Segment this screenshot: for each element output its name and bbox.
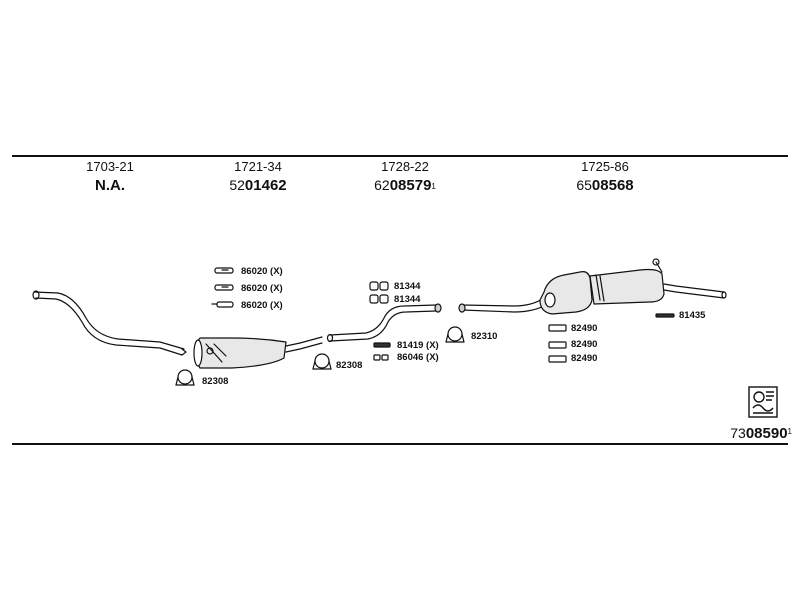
intermediate-pipe — [326, 303, 442, 343]
clamp-icon — [445, 326, 465, 343]
spring-icon — [373, 354, 389, 361]
rubber-hanger-icon — [214, 284, 234, 291]
section-code: 1703-21 — [86, 159, 134, 174]
part-label-82308: 82308 — [336, 360, 363, 371]
part-label-82310: 82310 — [471, 331, 498, 342]
part-label-82490: 82490 — [571, 339, 598, 350]
part-label-82490: 82490 — [571, 353, 598, 364]
part-label-86020: 86020 (X) — [241, 300, 283, 311]
section-number: N.A. — [95, 177, 125, 194]
section-header-4: 1725-86 6508568 — [545, 160, 665, 195]
gasket-icon — [369, 281, 389, 291]
section-header-3: 1728-22 62085791 — [345, 160, 465, 195]
middle-silencer — [193, 336, 323, 369]
mount-icon — [548, 355, 567, 363]
mount-icon — [548, 324, 567, 332]
part-label-81344: 81344 — [394, 294, 421, 305]
mount-icon — [548, 341, 567, 349]
bolt-icon — [655, 313, 675, 318]
bolt-icon — [373, 342, 391, 348]
front-pipe — [32, 290, 187, 356]
part-label-86020: 86020 (X) — [241, 283, 283, 294]
part-label-82490: 82490 — [571, 323, 598, 334]
certificate-stamp-icon — [748, 386, 778, 418]
part-label-81344: 81344 — [394, 281, 421, 292]
rear-silencer — [458, 258, 727, 315]
section-code: 1725-86 — [581, 159, 629, 174]
gasket-icon — [369, 294, 389, 304]
section-number: 5201462 — [229, 177, 287, 194]
section-code: 1721-34 — [234, 159, 282, 174]
rubber-hanger-icon — [214, 267, 234, 274]
section-header-1: 1703-21 N.A. — [50, 160, 170, 195]
part-label-82308: 82308 — [202, 376, 229, 387]
clamp-icon — [312, 353, 332, 370]
footer-kit-number: 73085901 — [730, 425, 792, 442]
part-label-86046: 86046 (X) — [397, 352, 439, 363]
part-label-81435: 81435 — [679, 310, 706, 321]
section-number: 62085791 — [374, 177, 436, 194]
part-label-81419: 81419 (X) — [397, 340, 439, 351]
section-header-2: 1721-34 5201462 — [198, 160, 318, 195]
section-code: 1728-22 — [381, 159, 429, 174]
clamp-icon — [175, 369, 195, 386]
section-number: 6508568 — [576, 177, 634, 194]
part-label-86020: 86020 (X) — [241, 266, 283, 277]
rubber-hanger-icon — [211, 301, 234, 308]
bottom-rule — [12, 443, 788, 445]
top-rule — [12, 155, 788, 157]
